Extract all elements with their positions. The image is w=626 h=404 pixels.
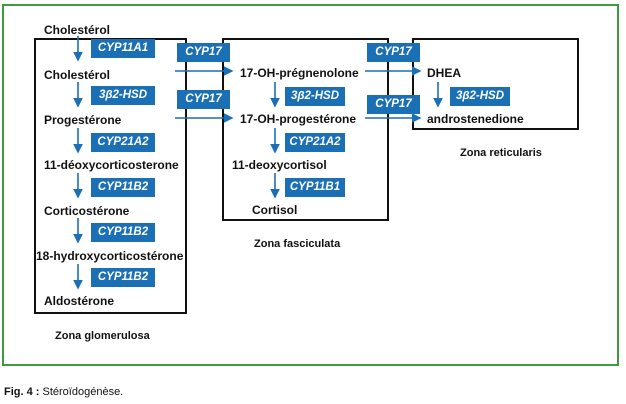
- molecule-progesterone: Progestérone: [44, 113, 122, 127]
- caption-text: Stéroïdogénèse.: [39, 386, 124, 398]
- enzyme-3b2-hsd-f: 3β2-HSD: [285, 87, 345, 106]
- enzyme-cyp11b2-1: CYP11B2: [91, 178, 155, 197]
- molecule-androstenedione: androstenedione: [427, 112, 524, 126]
- figure-frame: [2, 4, 619, 366]
- molecule-11-deoxycortisol: 11-deoxycortisol: [232, 158, 327, 172]
- zona-reticularis-box: [412, 38, 579, 130]
- molecule-cholesterol-top: Cholestérol: [44, 23, 111, 37]
- molecule-aldosterone: Aldostérone: [44, 294, 115, 308]
- molecule-17-oh-pregnenolone: 17-OH-prégnenolone: [240, 66, 359, 80]
- caption-prefix: Fig. 4 :: [4, 386, 40, 398]
- molecule-dhea: DHEA: [427, 66, 462, 80]
- label-zona-glomerulosa: Zona glomerulosa: [55, 330, 150, 342]
- molecule-cortisol: Cortisol: [252, 203, 298, 217]
- enzyme-cyp17-2: CYP17: [177, 90, 230, 109]
- molecule-cholesterol: Cholestérol: [44, 68, 111, 82]
- label-zona-reticularis: Zona reticularis: [460, 147, 542, 159]
- enzyme-3b2-hsd-r: 3β2-HSD: [450, 87, 510, 106]
- enzyme-cyp17-1: CYP17: [177, 43, 230, 62]
- molecule-17-oh-progesterone: 17-OH-progestérone: [240, 112, 357, 126]
- figure-caption: Fig. 4 : Stéroïdogénèse.: [4, 386, 123, 398]
- enzyme-cyp11a1: CYP11A1: [91, 39, 155, 58]
- enzyme-cyp21a2-g: CYP21A2: [91, 133, 155, 152]
- enzyme-3b2-hsd-g: 3β2-HSD: [91, 86, 155, 105]
- molecule-corticosterone: Corticostérone: [44, 204, 130, 218]
- zona-fasciculata-box: [222, 38, 389, 221]
- molecule-11-deoxycorticosterone: 11-déoxycorticosterone: [44, 158, 179, 172]
- enzyme-cyp11b2-3: CYP11B2: [91, 268, 155, 287]
- molecule-18-hydroxycorticosterone: 18-hydroxycorticostérone: [36, 249, 184, 263]
- enzyme-cyp21a2-f: CYP21A2: [285, 133, 345, 152]
- enzyme-cyp17-3: CYP17: [367, 43, 420, 62]
- enzyme-cyp11b1: CYP11B1: [285, 178, 345, 197]
- label-zona-fasciculata: Zona fasciculata: [254, 238, 341, 250]
- enzyme-cyp11b2-2: CYP11B2: [91, 223, 155, 242]
- enzyme-cyp17-4: CYP17: [367, 95, 420, 114]
